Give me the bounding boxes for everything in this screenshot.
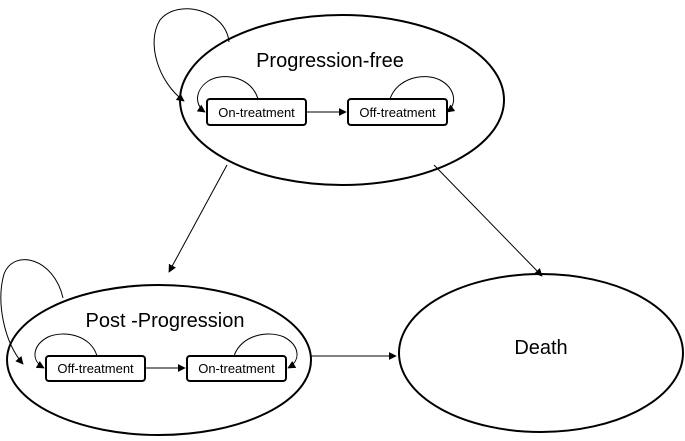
- progression-free-state: Progression-free On-treatment Off-treatm…: [179, 14, 505, 186]
- death-title: Death: [514, 337, 567, 359]
- pp-on-treatment-box: [186, 355, 287, 382]
- loop-pp-off-treatment: [34, 333, 98, 369]
- post-progression-state: Post -Progression Off-treatment On-treat…: [6, 284, 312, 436]
- transitions: [0, 8, 543, 372]
- pp-off-treatment-label: Off-treatment: [57, 361, 134, 376]
- pp-on-treatment-label: On-treatment: [198, 361, 275, 376]
- loop-pf-off-treatment: [389, 76, 456, 113]
- arrow-pf-to-pp: [168, 164, 228, 273]
- pf-off-treatment-label: Off-treatment: [359, 105, 436, 120]
- post-progression-title: Post -Progression: [86, 310, 245, 332]
- pf-on-treatment-label: On-treatment: [218, 105, 295, 120]
- loop-post-progression: [0, 259, 64, 365]
- death-state: Death: [398, 273, 684, 433]
- progression-free-title: Progression-free: [256, 50, 404, 72]
- arrow-pf-to-death: [433, 164, 543, 277]
- loop-progression-free: [153, 8, 230, 102]
- loop-pp-on-treatment: [233, 333, 298, 369]
- loop-pf-on-treatment: [196, 76, 259, 113]
- post-progression-ellipse: [6, 284, 312, 436]
